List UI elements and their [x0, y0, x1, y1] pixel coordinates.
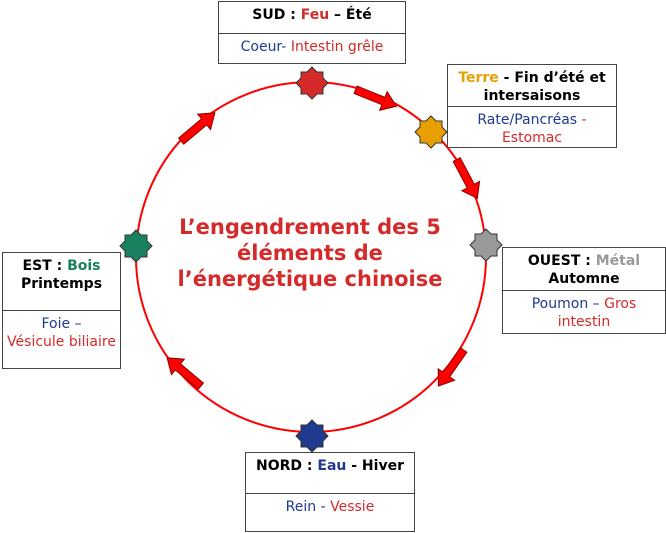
yin-organ: Rate/Pancréas: [477, 112, 578, 128]
separator: –: [70, 316, 82, 332]
fire-star-icon: [295, 66, 329, 100]
box-sud: SUD : Feu – Été Coeur- Intestin grêle: [218, 1, 406, 64]
separator: -: [281, 39, 291, 55]
direction: OUEST :: [527, 253, 596, 269]
wood-star-icon: [119, 229, 153, 263]
yang-organ: Vessie: [330, 499, 375, 515]
yin-organ: Foie: [41, 316, 71, 332]
metal-star-icon: [469, 228, 503, 262]
earth-star-icon: [414, 115, 448, 149]
separator: -: [577, 112, 587, 128]
water-star-icon: [295, 419, 329, 453]
direction: SUD :: [252, 7, 301, 23]
yang-organ: Gros intestin: [557, 296, 637, 330]
element-name: Feu: [300, 7, 330, 23]
season: - Hiver: [346, 458, 404, 474]
separator: –: [588, 296, 605, 312]
season: – Été: [329, 7, 372, 23]
season: Printemps: [20, 276, 103, 292]
box-nord: NORD : Eau - Hiver Rein - Vessie: [245, 452, 415, 532]
element-name: Eau: [317, 458, 347, 474]
arrow-icon: [429, 343, 473, 393]
season: - Fin d’été et intersaisons: [483, 70, 606, 104]
yang-organ: Intestin grêle: [290, 39, 384, 55]
element-name: Métal: [595, 253, 641, 269]
yang-organ: Estomac: [501, 130, 563, 146]
element-name: Terre: [458, 70, 499, 86]
diagram-title: L’engendrement des 5 éléments de l’énerg…: [177, 215, 443, 291]
direction: NORD :: [256, 458, 318, 474]
yin-organ: Poumon: [531, 296, 589, 312]
season: Automne: [548, 271, 620, 287]
element-name: Bois: [67, 258, 101, 274]
separator: -: [316, 499, 331, 515]
direction: EST :: [22, 258, 68, 274]
arrow-icon: [447, 154, 487, 204]
yin-organ: Coeur: [240, 39, 282, 55]
box-terre: Terre - Fin d’été et intersaisons Rate/P…: [447, 64, 617, 148]
yang-organ: Vésicule biliaire: [7, 334, 116, 350]
yin-organ: Rein: [285, 499, 317, 515]
arrow-icon: [351, 79, 401, 117]
